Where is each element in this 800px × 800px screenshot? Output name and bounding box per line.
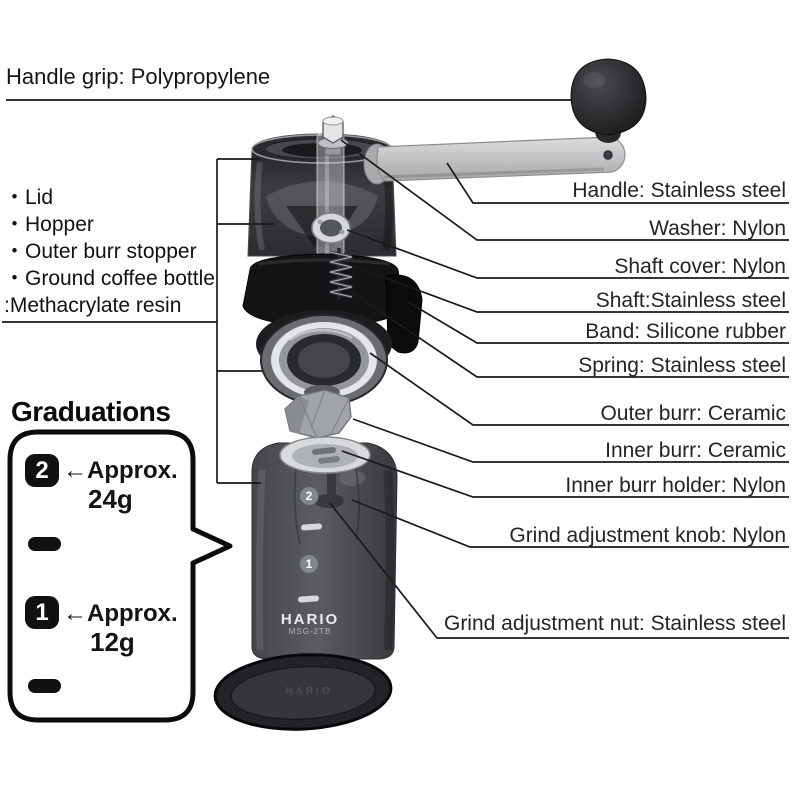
graduations-title: Graduations xyxy=(11,396,171,427)
bottle-base-inner xyxy=(230,666,376,720)
materials-item-ground-coffee-bottle: ・Ground coffee bottle xyxy=(4,267,215,290)
label-grind-adjustment-nut: Grind adjustment nut: Stainless steel xyxy=(443,612,786,635)
leader-grind-knob xyxy=(351,499,789,548)
handle-arm-shade xyxy=(383,167,605,179)
bottle-shade xyxy=(383,469,395,651)
grinder-art xyxy=(213,58,647,731)
graduation-amount-2: 24g xyxy=(88,484,133,514)
shaft-cover-highlight xyxy=(325,136,329,254)
brand-logo: HARIO xyxy=(280,611,340,628)
leader-shaft xyxy=(341,261,789,313)
materials-item-outer-burr-stopper: ・Outer burr stopper xyxy=(4,240,197,263)
hopper-highlight xyxy=(254,161,265,251)
handle-grip-label: Handle grip: Polypropylene xyxy=(6,64,271,89)
outer-burr-highlight xyxy=(289,328,353,342)
leader-shaft-cover xyxy=(346,229,789,279)
graduation-tick-upper xyxy=(28,537,61,551)
bottle-mark-1: 1 xyxy=(299,554,319,574)
label-band: Band: Silicone rubber xyxy=(585,320,786,343)
washer-detail xyxy=(317,219,323,225)
knob-highlight xyxy=(583,72,605,88)
graduation-approx-1: ←Approx. xyxy=(63,600,178,627)
graduation-dash-upper xyxy=(301,523,322,531)
graduation-tick-lower xyxy=(28,679,61,693)
ground-coffee-bottle xyxy=(251,442,398,660)
label-handle: Handle: Stainless steel xyxy=(572,179,786,202)
label-shaft-cover: Shaft cover: Nylon xyxy=(614,255,786,278)
bolt-top xyxy=(322,116,344,126)
graduation-approx-2: ←Approx. xyxy=(63,457,178,484)
leader-grind-nut xyxy=(329,502,789,639)
label-inner-burr: Inner burr: Ceramic xyxy=(605,439,786,462)
graduations-box-outline xyxy=(7,429,233,723)
leader-outer-burr xyxy=(369,352,789,426)
adjustment-nut-silhouette xyxy=(314,494,344,508)
spring-highlight xyxy=(329,251,353,298)
washer-center xyxy=(320,219,342,237)
leader-inner-burr-holder xyxy=(341,450,789,498)
band-highlight xyxy=(257,258,391,266)
graduation-badge-2: 2 xyxy=(25,454,59,487)
materials-list: ・Lid ・Hopper ・Outer burr stopper ・Ground… xyxy=(4,184,215,319)
interior-walls xyxy=(293,465,360,545)
inner-burr-holder-inner xyxy=(292,444,358,468)
leader-spring xyxy=(349,290,789,378)
leader-washer xyxy=(340,139,789,241)
bottle-highlight xyxy=(255,469,266,651)
bottle-mark-2: 2 xyxy=(299,486,319,506)
handle-rivet xyxy=(603,150,613,160)
inner-burr-edges xyxy=(298,389,350,439)
label-spring: Spring: Stainless steel xyxy=(578,354,786,377)
adjust-shaft-silhouette xyxy=(327,468,336,498)
adjustment-knob-silhouette xyxy=(339,470,365,486)
holder-detail xyxy=(318,456,340,464)
washer-detail xyxy=(339,229,345,235)
holder-detail xyxy=(312,447,336,455)
label-washer: Washer: Nylon xyxy=(649,217,786,240)
leader-inner-burr xyxy=(352,418,789,463)
outer-burr-center xyxy=(298,342,350,378)
label-inner-burr-holder: Inner burr holder: Nylon xyxy=(565,474,786,497)
model-number: MSG-2TB xyxy=(288,627,332,636)
leader-band xyxy=(407,301,789,344)
callout-lines xyxy=(2,139,789,639)
handle-grip-knob xyxy=(570,58,647,136)
label-shaft: Shaft:Stainless steel xyxy=(595,289,786,312)
graduation-dash-lower xyxy=(298,595,319,603)
label-grind-adjustment-knob: Grind adjustment knob: Nylon xyxy=(509,524,786,547)
graduation-amount-1: 12g xyxy=(90,627,135,657)
materials-item-hopper: ・Hopper xyxy=(4,213,94,236)
label-outer-burr: Outer burr: Ceramic xyxy=(600,402,786,425)
handle-arm xyxy=(376,136,626,182)
materials-bracket-line xyxy=(2,158,274,484)
materials-item-lid: ・Lid xyxy=(4,186,54,209)
materials-note: :Methacrylate resin xyxy=(4,294,182,317)
base-emboss-logo: HARIO xyxy=(285,686,333,697)
leader-handle xyxy=(446,162,789,204)
bottle-interior xyxy=(293,465,365,545)
graduation-badge-1: 1 xyxy=(25,596,59,629)
